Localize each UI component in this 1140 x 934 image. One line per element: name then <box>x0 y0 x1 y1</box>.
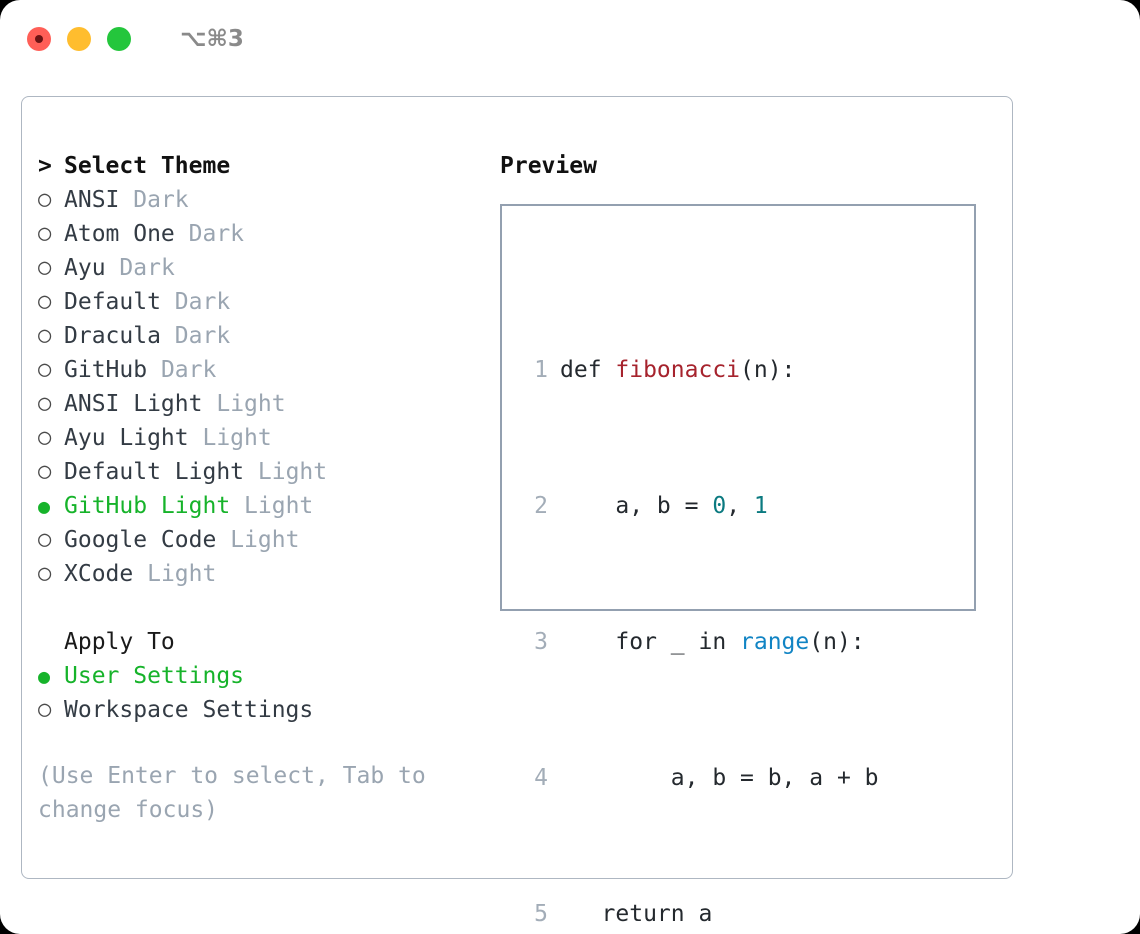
code-token: a, b = b, a + b <box>560 765 879 791</box>
theme-list-item[interactable]: ○ Google Code Light <box>38 523 468 557</box>
list-gap <box>38 591 468 625</box>
theme-name: Google Code <box>64 527 217 553</box>
theme-list-item[interactable]: ○ Dracula Dark <box>38 319 468 353</box>
code-token: 0 <box>712 493 727 519</box>
code-token: , <box>726 493 754 519</box>
theme-list-item[interactable]: ○ Ayu Dark <box>38 251 468 285</box>
code-token: for _ in <box>560 629 741 655</box>
theme-category: Light <box>216 391 286 417</box>
code-token: fibonacci <box>615 357 741 383</box>
code-line: 1 def fibonacci(n): <box>522 353 906 387</box>
minimize-window-button[interactable] <box>67 27 91 51</box>
code-line: 2 a, b = 0, 1 <box>522 489 906 523</box>
apply-to-option-label: User Settings <box>64 663 245 689</box>
radio-unselected-icon[interactable]: ○ <box>38 357 52 382</box>
code-token: range <box>740 629 810 655</box>
radio-unselected-icon[interactable]: ○ <box>38 459 52 484</box>
spacer-icon: ○ <box>38 625 64 659</box>
theme-list-item[interactable]: ○ Ayu Light Light <box>38 421 468 455</box>
radio-unselected-icon[interactable]: ○ <box>38 187 52 212</box>
theme-category: Light <box>147 561 217 587</box>
code-line: 4 a, b = b, a + b <box>522 761 906 795</box>
line-number: 3 <box>534 629 548 655</box>
theme-name: Default <box>64 289 161 315</box>
radio-unselected-icon[interactable]: ○ <box>38 255 52 280</box>
theme-selector-column: > Select Theme ○ ANSI Dark ○ Atom One Da… <box>38 149 468 727</box>
apply-to-title: Apply To <box>64 629 175 655</box>
code-token: def <box>560 357 616 383</box>
main-panel: > Select Theme ○ ANSI Dark ○ Atom One Da… <box>21 96 1013 927</box>
radio-unselected-icon[interactable]: ○ <box>38 561 52 586</box>
code-line: 3 for _ in range(n): <box>522 625 906 659</box>
theme-name: Dracula <box>64 323 161 349</box>
theme-list-item[interactable]: ○ ANSI Light Light <box>38 387 468 421</box>
apply-to-option-selected[interactable]: ● User Settings <box>38 659 468 693</box>
theme-category: Dark <box>119 255 175 281</box>
theme-name: Default Light <box>64 459 245 485</box>
code-token: (n): <box>740 357 796 383</box>
theme-category: Light <box>202 425 272 451</box>
theme-category: Dark <box>188 221 245 247</box>
code-token: a, b = <box>560 493 713 519</box>
theme-name: GitHub <box>64 357 148 383</box>
theme-list-item[interactable]: ○ GitHub Dark <box>38 353 468 387</box>
theme-name: ANSI <box>64 187 120 213</box>
code-token: return a <box>560 901 713 927</box>
select-theme-title: Select Theme <box>64 153 231 179</box>
theme-list-item[interactable]: ○ Default Light Light <box>38 455 468 489</box>
theme-list-item[interactable]: ○ XCode Light <box>38 557 468 591</box>
apply-to-option-label: Workspace Settings <box>64 697 314 723</box>
theme-name: XCode <box>64 561 134 587</box>
theme-name: Atom One <box>64 221 175 247</box>
apply-to-option[interactable]: ○ Workspace Settings <box>38 693 468 727</box>
theme-category: Dark <box>174 289 231 315</box>
radio-unselected-icon[interactable]: ○ <box>38 323 52 348</box>
code-token: 1 <box>753 493 768 519</box>
radio-unselected-icon[interactable]: ○ <box>38 289 52 314</box>
close-window-button[interactable] <box>27 27 51 51</box>
radio-unselected-icon[interactable]: ○ <box>38 221 52 246</box>
radio-unselected-icon[interactable]: ○ <box>38 425 52 450</box>
theme-category: Dark <box>174 323 231 349</box>
line-number: 4 <box>534 765 548 791</box>
apply-to-header: ○ Apply To <box>38 625 468 659</box>
caret-right-icon: > <box>38 153 52 179</box>
title-bar: ⌥⌘3 <box>0 0 1140 78</box>
theme-list-item[interactable]: ○ Default Dark <box>38 285 468 319</box>
line-number: 2 <box>534 493 548 519</box>
radio-unselected-icon[interactable]: ○ <box>38 391 52 416</box>
theme-category: Light <box>244 493 314 519</box>
select-theme-header: > Select Theme <box>38 149 468 183</box>
maximize-window-button[interactable] <box>107 27 131 51</box>
radio-selected-icon[interactable]: ● <box>38 664 51 688</box>
keyboard-shortcut-label: ⌥⌘3 <box>180 26 244 52</box>
line-number: 5 <box>534 901 548 927</box>
theme-list-item[interactable]: ○ Atom One Dark <box>38 217 468 251</box>
theme-list-item[interactable]: ○ ANSI Dark <box>38 183 468 217</box>
preview-title: Preview <box>500 153 597 179</box>
theme-list-item-selected[interactable]: ● GitHub Light Light <box>38 489 468 523</box>
theme-category: Dark <box>160 357 217 383</box>
keyboard-hint-text: (Use Enter to select, Tab to change focu… <box>38 763 426 823</box>
theme-category: Light <box>230 527 300 553</box>
theme-name: ANSI Light <box>64 391 203 417</box>
code-line: 5 return a <box>522 897 906 931</box>
radio-unselected-icon[interactable]: ○ <box>38 697 52 722</box>
theme-name: Ayu Light <box>64 425 189 451</box>
theme-category: Light <box>257 459 328 485</box>
code-token: (n): <box>809 629 865 655</box>
radio-selected-icon[interactable]: ● <box>38 494 51 518</box>
theme-category: Dark <box>133 187 189 213</box>
theme-name: Ayu <box>64 255 106 281</box>
theme-name: GitHub Light <box>64 493 231 519</box>
radio-unselected-icon[interactable]: ○ <box>38 527 52 552</box>
line-number: 1 <box>534 357 548 383</box>
